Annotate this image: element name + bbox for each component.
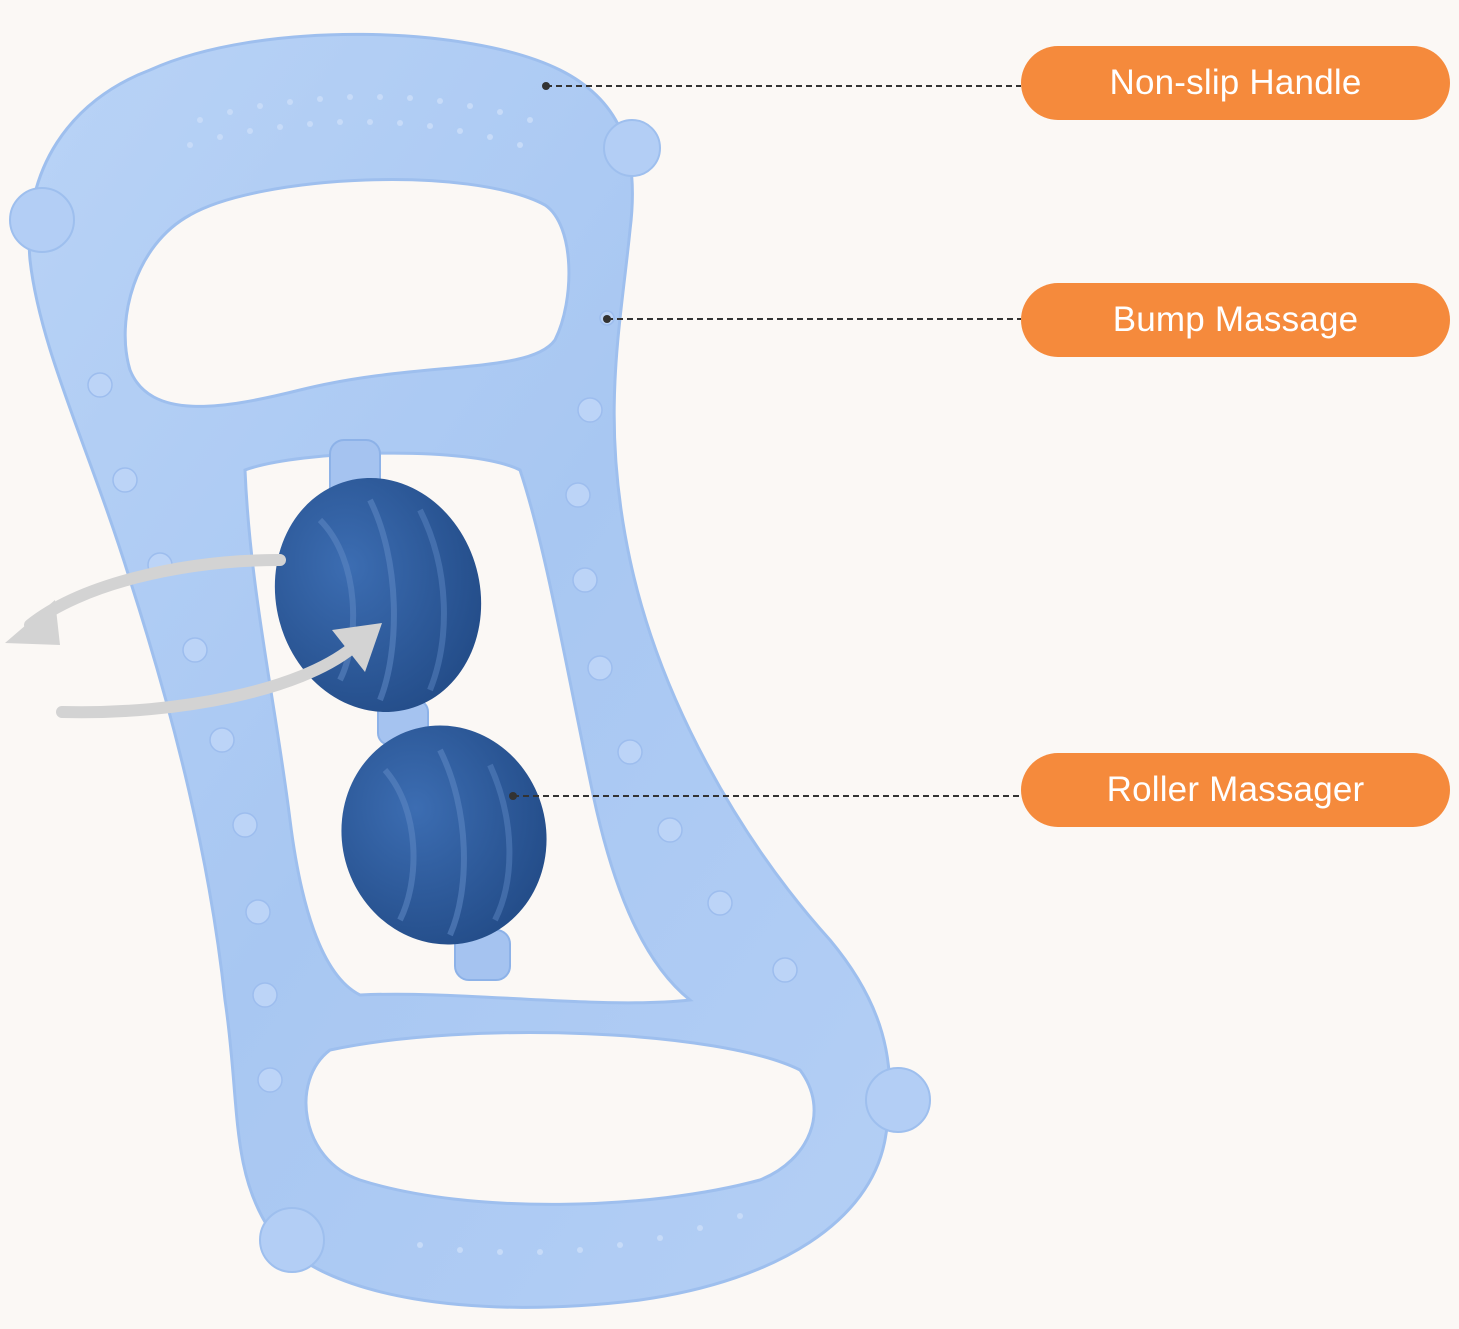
- callout-non-slip-handle: Non-slip Handle: [1021, 46, 1450, 120]
- leader-lines: [509, 82, 1021, 800]
- nub-top-left: [9, 187, 75, 253]
- callout-label: Bump Massage: [1112, 300, 1359, 339]
- roller-bottom: [341, 725, 547, 945]
- callout-label: Roller Massager: [1106, 770, 1365, 809]
- nub-top-right: [603, 119, 661, 177]
- nub-bottom-right: [865, 1067, 931, 1133]
- leader-dot-bump: [603, 315, 611, 323]
- nub-bottom-left: [259, 1207, 325, 1273]
- leader-dot-handle: [542, 82, 550, 90]
- rotation-arrow-icon: [5, 554, 382, 719]
- frame-nubs: [9, 119, 931, 1273]
- callout-bump-massage: Bump Massage: [1021, 283, 1450, 357]
- massage-bumps: [87, 310, 798, 1093]
- massager-frame: [27, 32, 892, 1309]
- callout-label: Non-slip Handle: [1109, 63, 1362, 102]
- roller-top: [274, 478, 482, 712]
- grip-texture: [187, 94, 743, 1255]
- callout-roller-massager: Roller Massager: [1021, 753, 1450, 827]
- leader-dot-roller: [509, 792, 517, 800]
